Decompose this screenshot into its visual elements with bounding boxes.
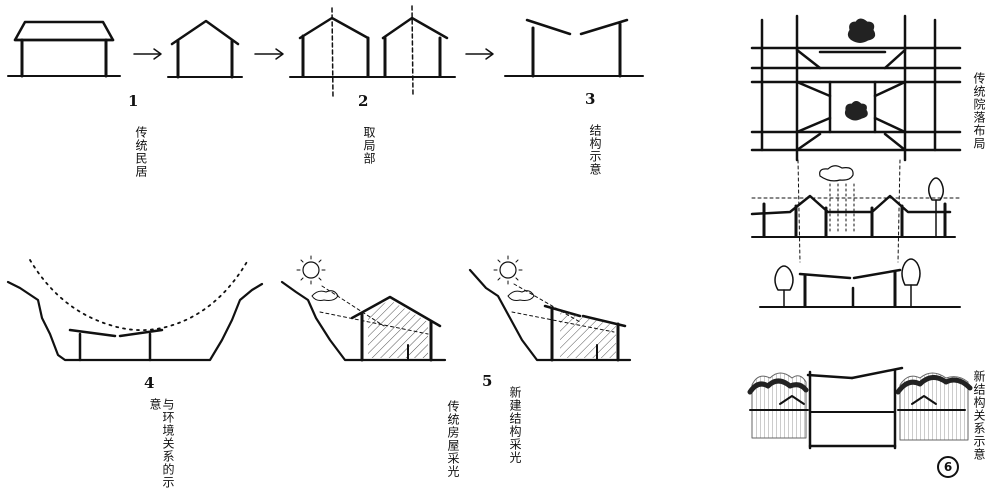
step-number-3: 3 xyxy=(585,90,596,108)
open-roof-structure-sketch xyxy=(504,18,644,78)
label-environment-relation: 与环境关系的示意 xyxy=(148,398,175,489)
arrow-icon xyxy=(133,48,162,60)
courtyard-layout-plan xyxy=(750,14,962,162)
label-traditional-dwelling: 传统民居 xyxy=(134,126,148,178)
label-traditional-lighting: 传统房屋采光 xyxy=(446,400,460,478)
step-number-5: 5 xyxy=(482,372,493,390)
new-structure-section-sketch xyxy=(747,366,973,450)
step-number-6: 6 xyxy=(937,456,959,478)
arrow-icon xyxy=(465,48,494,60)
traditional-lighting-sketch xyxy=(280,255,447,362)
arrow-icon xyxy=(254,48,284,60)
gable-house-sketch xyxy=(167,19,243,79)
step-number-4: 4 xyxy=(144,374,155,392)
label-take-part: 取局部 xyxy=(362,126,376,165)
cut-houses-sketch xyxy=(289,5,456,99)
tree-canopy-icon xyxy=(844,18,876,121)
traditional-elevation-sketch xyxy=(750,159,963,263)
step-number-1: 1 xyxy=(128,92,139,110)
step-number-2: 2 xyxy=(358,92,369,110)
label-new-lighting: 新建结构采光 xyxy=(508,386,522,464)
valley-structure-sketch xyxy=(6,259,264,362)
new-structure-elevation-sketch xyxy=(759,258,961,308)
label-courtyard-layout: 传统院落布局 xyxy=(972,72,986,150)
label-new-structure-relation: 新结构关系示意 xyxy=(972,370,986,461)
label-structure-diagram: 结构示意 xyxy=(588,124,602,176)
traditional-house-sketch xyxy=(7,20,121,78)
new-lighting-sketch xyxy=(468,255,632,362)
